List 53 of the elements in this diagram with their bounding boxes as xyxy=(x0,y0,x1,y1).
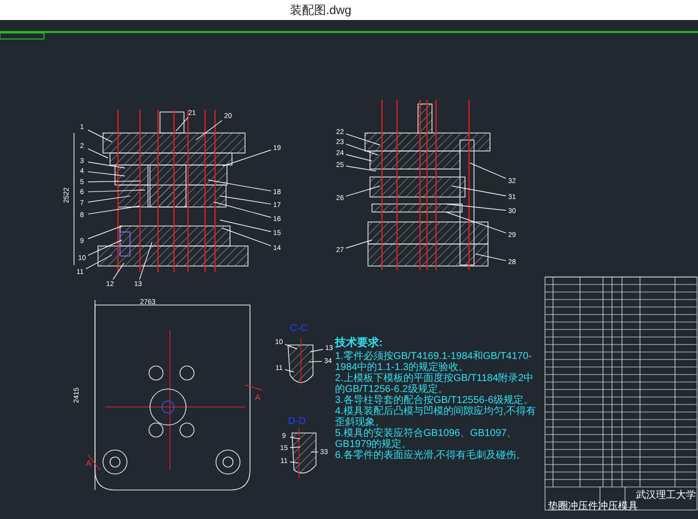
leader-line xyxy=(284,344,298,350)
leader-line xyxy=(88,148,108,158)
file-title: 装配图.dwg xyxy=(290,2,352,19)
leader-line xyxy=(88,196,130,202)
leader-line xyxy=(310,348,324,352)
leader-line xyxy=(470,162,506,179)
technical-note: 3.各导柱导套的配合按GB/T12556-6级规定。 xyxy=(335,395,534,406)
leader-line xyxy=(346,240,372,248)
leader-line xyxy=(86,254,112,270)
leader-line xyxy=(284,369,294,372)
leader-line xyxy=(176,117,188,132)
leader-line xyxy=(346,144,378,156)
leader-line xyxy=(346,154,372,162)
leader-line xyxy=(346,166,376,172)
leader-line xyxy=(196,120,222,140)
technical-note: 5.模具的安装应符合GB1096、GB1097、GB1979的规定。 xyxy=(335,428,518,450)
leader-line xyxy=(290,462,298,464)
leader-line xyxy=(446,204,506,211)
leader-line xyxy=(446,212,506,234)
leader-line xyxy=(88,190,146,192)
leader-line xyxy=(220,220,272,232)
leader-line xyxy=(308,360,322,362)
notes-heading: 技术要求: xyxy=(335,338,384,349)
leader-line xyxy=(208,180,272,192)
leader-line xyxy=(476,254,506,262)
section-label: C-C xyxy=(290,322,308,336)
leader-line xyxy=(222,150,272,166)
leader-line xyxy=(214,202,272,218)
leader-line xyxy=(88,180,140,182)
leader-line xyxy=(346,134,380,146)
section-label: D-D xyxy=(288,415,306,429)
leader-line xyxy=(346,186,380,197)
leader-line xyxy=(88,240,122,256)
title-block-text: 垫圈冲压件冲压模具 xyxy=(548,500,638,514)
leader-line xyxy=(88,206,140,214)
leader-line xyxy=(112,262,124,280)
leader-line xyxy=(88,226,122,240)
leader-line xyxy=(88,162,126,168)
leader-line xyxy=(220,196,272,204)
leader-line xyxy=(222,228,272,246)
leader-line xyxy=(88,171,126,176)
technical-note: 6.各零件的表面应光滑,不得有毛刺及碰伤。 xyxy=(335,450,528,461)
leader-line xyxy=(290,436,300,440)
leader-line xyxy=(452,186,506,196)
section-label: A xyxy=(86,458,92,470)
title-block-text: 武汉理工大学 xyxy=(636,488,696,501)
leader-line xyxy=(290,446,300,448)
technical-note: 2.上模板下模板的平面度按GB/T1184附录2中的GB/T1256-6.2级规定。 xyxy=(335,373,535,395)
leader-line xyxy=(139,242,152,280)
section-label: A xyxy=(255,392,260,404)
technical-note: 4.模具装配后凸模与凹模的间隙应均匀,不得有歪斜现象。 xyxy=(335,406,538,428)
leader-line xyxy=(88,130,112,142)
technical-note: 1.零件必须按GB/T4169.1-1984和GB/T4170-1984中的1.1-1.3的规定验收。 xyxy=(335,351,532,373)
